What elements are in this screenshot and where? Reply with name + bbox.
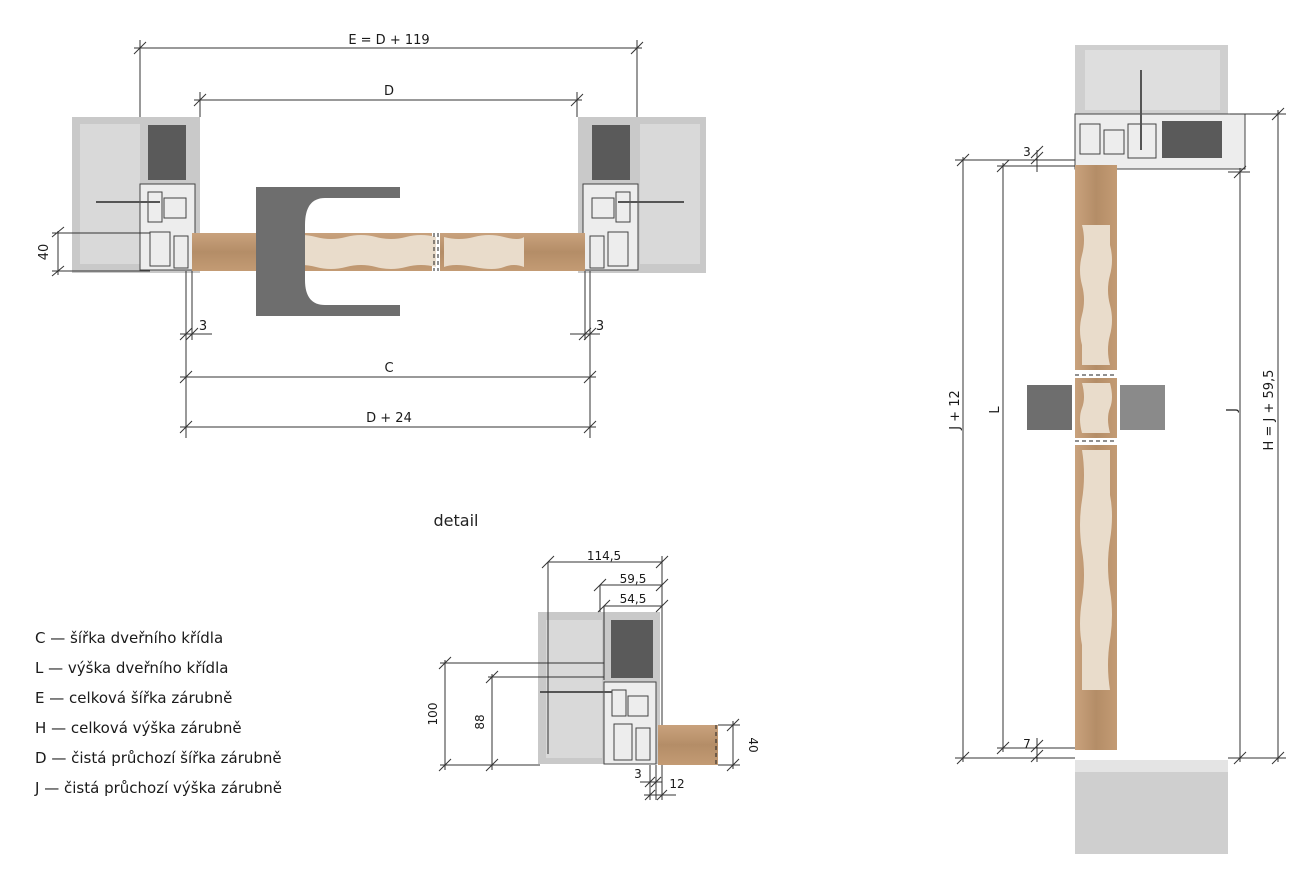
dim-c-label: C bbox=[384, 361, 393, 376]
dim-3-detail-label: 3 bbox=[634, 767, 642, 781]
right-frame-profile bbox=[582, 183, 684, 271]
legend-item: E — celková šířka zárubně bbox=[35, 689, 232, 707]
dim-l-label: L bbox=[988, 406, 1003, 414]
legend: C — šířka dveřního křídla L — výška dveř… bbox=[34, 629, 282, 797]
dim-j12-label: J + 12 bbox=[948, 390, 963, 431]
dim-40-label: 40 bbox=[37, 244, 52, 261]
legend-item: C — šířka dveřního křídla bbox=[35, 629, 223, 647]
plan-dimensions bbox=[51, 40, 644, 438]
left-anchor-block bbox=[148, 125, 186, 180]
door-leaf-elevation bbox=[1075, 165, 1117, 750]
dim-12-label: 12 bbox=[669, 777, 684, 791]
detail-dimensions bbox=[438, 555, 740, 801]
elevation-view: 3 7 J + 12 L J H = J + 59,5 bbox=[948, 45, 1286, 854]
detail-view: detail bbox=[426, 511, 760, 801]
dim-100-label: 100 bbox=[426, 703, 440, 726]
dim-d24-label: D + 24 bbox=[366, 411, 412, 426]
legend-item: D — čistá průchozí šířka zárubně bbox=[35, 749, 282, 767]
dim-595-label: 59,5 bbox=[620, 572, 647, 586]
right-wall-inner bbox=[640, 124, 700, 264]
legend-item: L — výška dveřního křídla bbox=[35, 659, 228, 677]
elevation-dimensions bbox=[955, 107, 1286, 765]
detail-wall-inner bbox=[546, 620, 602, 758]
dim-e-label: E = D + 119 bbox=[348, 33, 429, 48]
dim-545-label: 54,5 bbox=[620, 592, 647, 606]
legend-item: J — čistá průchozí výška zárubně bbox=[34, 779, 282, 797]
dim-gap-right-label: 3 bbox=[596, 319, 604, 334]
detail-frame-profile bbox=[540, 681, 657, 765]
dim-h-label: H = J + 59,5 bbox=[1262, 370, 1277, 451]
handle-right bbox=[1120, 385, 1165, 430]
left-wall-inner bbox=[80, 124, 140, 264]
dim-j-label: J bbox=[1225, 408, 1240, 413]
legend-item: H — celková výška zárubně bbox=[35, 719, 242, 737]
dim-bottom-gap-label: 7 bbox=[1023, 737, 1031, 751]
detail-anchor-block bbox=[611, 620, 653, 678]
dim-d-label: D bbox=[384, 84, 394, 99]
detail-door-leaf bbox=[658, 725, 718, 765]
dim-gap-left-label: 3 bbox=[199, 319, 207, 334]
detail-title: detail bbox=[434, 511, 479, 530]
floor-block bbox=[1075, 760, 1228, 854]
left-frame-profile bbox=[96, 183, 196, 271]
right-anchor-block bbox=[592, 125, 630, 180]
plan-view: E = D + 119 D C D + 24 3 3 40 bbox=[37, 33, 706, 438]
door-handle bbox=[256, 187, 400, 316]
door-leaf-plan bbox=[192, 233, 585, 271]
lintel-top-inner bbox=[1085, 50, 1220, 110]
dim-top-gap-label: 3 bbox=[1023, 145, 1031, 159]
dim-88-label: 88 bbox=[473, 714, 487, 729]
handle-left bbox=[1027, 385, 1072, 430]
dim-1145-label: 114,5 bbox=[587, 549, 621, 563]
head-anchor-block bbox=[1162, 121, 1222, 158]
dim-40-detail-label: 40 bbox=[746, 737, 760, 752]
